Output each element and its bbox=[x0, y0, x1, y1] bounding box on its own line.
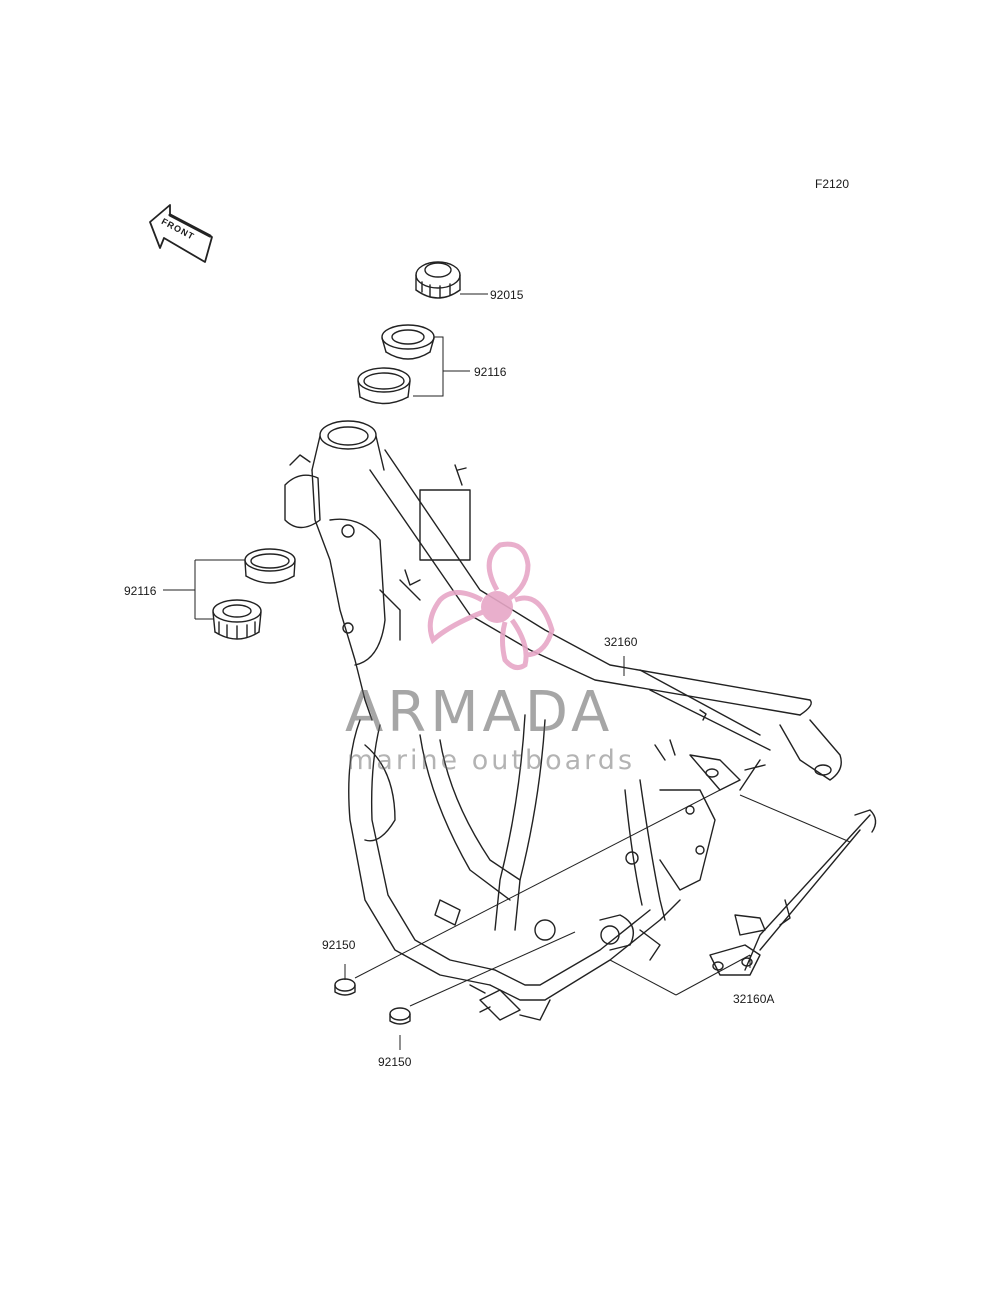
leader-lines bbox=[163, 293, 851, 1050]
watermark-logo bbox=[427, 541, 555, 671]
upper-race-icon bbox=[357, 367, 411, 405]
main-frame-icon bbox=[284, 420, 842, 1021]
lower-race-icon bbox=[244, 548, 296, 584]
bolt-upper-icon bbox=[334, 978, 356, 996]
part-label-32160[interactable]: 32160 bbox=[604, 635, 638, 649]
watermark-brand: ARMADA bbox=[345, 680, 614, 745]
front-arrow-icon bbox=[149, 204, 213, 263]
part-label-92116-upper[interactable]: 92116 bbox=[474, 365, 507, 379]
lower-bearing-icon bbox=[212, 599, 262, 640]
part-label-32160a[interactable]: 32160A bbox=[733, 992, 775, 1006]
bolt-lower-icon bbox=[389, 1007, 411, 1025]
part-label-92150-upper[interactable]: 92150 bbox=[322, 938, 356, 952]
part-label-92116-lower[interactable]: 92116 bbox=[124, 584, 157, 598]
upper-bearing-icon bbox=[381, 324, 435, 360]
sub-frame-icon bbox=[709, 809, 877, 976]
part-label-92015[interactable]: 92015 bbox=[490, 288, 524, 302]
watermark-tagline: marine outboards bbox=[347, 745, 636, 776]
diagram-code: F2120 bbox=[815, 177, 850, 191]
steering-nut-icon bbox=[415, 261, 461, 299]
part-label-92150-lower[interactable]: 92150 bbox=[378, 1055, 412, 1069]
